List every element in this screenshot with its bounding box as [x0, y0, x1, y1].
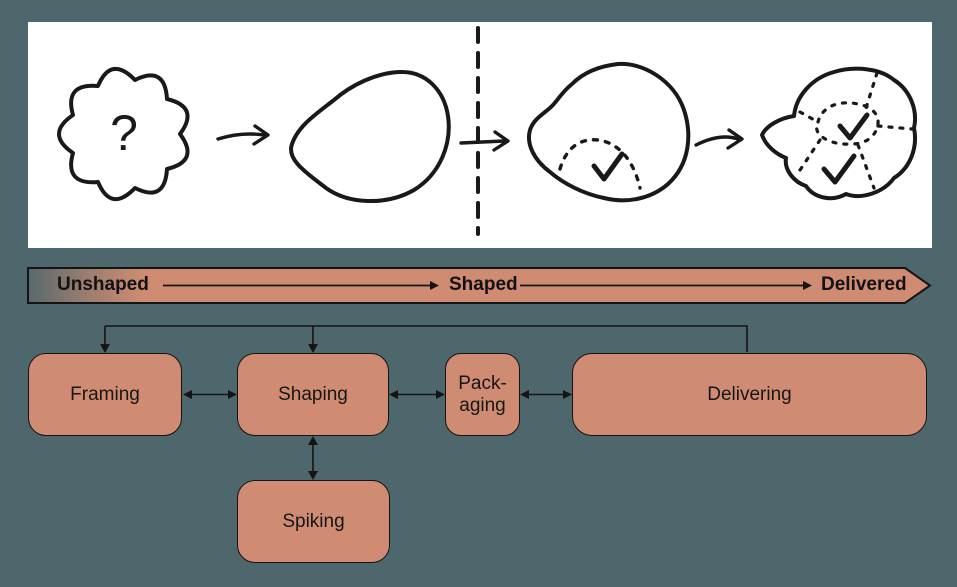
timeline-arrow	[163, 281, 439, 290]
scope-dotted-line	[558, 138, 642, 190]
arrow-right-icon	[459, 130, 510, 152]
arrow-right-icon	[694, 128, 744, 150]
timeline-banner: Unshaped Shaped Delivered	[27, 266, 933, 304]
shaped-label: Shaped	[449, 274, 518, 295]
unshaped-fade	[29, 269, 144, 302]
checkmark-icon	[837, 112, 870, 141]
in-progress-blob-icon	[527, 61, 691, 203]
timeline-arrow	[520, 281, 812, 290]
delivered-label: Delivered	[821, 274, 907, 295]
sketch-panel: ?	[28, 22, 932, 248]
packaging-node: Pack-aging	[445, 353, 520, 436]
unshaped-blob-icon: ?	[57, 67, 190, 201]
timeline-banner-shape	[27, 267, 932, 304]
shaping-node: Shaping	[237, 353, 389, 436]
spiking-node: Spiking	[237, 480, 390, 563]
shaped-blob-icon	[289, 70, 451, 203]
unshaped-label: Unshaped	[57, 274, 149, 295]
feedback-line	[105, 325, 748, 352]
checkmark-icon	[591, 151, 625, 182]
question-mark: ?	[110, 105, 138, 161]
sketch-drawing: ?	[57, 26, 917, 236]
arrow-right-icon	[216, 124, 270, 146]
banner-arrow-shape	[27, 267, 932, 304]
checkmark-icon	[821, 153, 857, 185]
scope-dotted-lines	[798, 71, 914, 190]
delivered-blob-icon	[760, 66, 917, 201]
delivering-node: Delivering	[572, 353, 927, 436]
framing-node: Framing	[28, 353, 182, 436]
